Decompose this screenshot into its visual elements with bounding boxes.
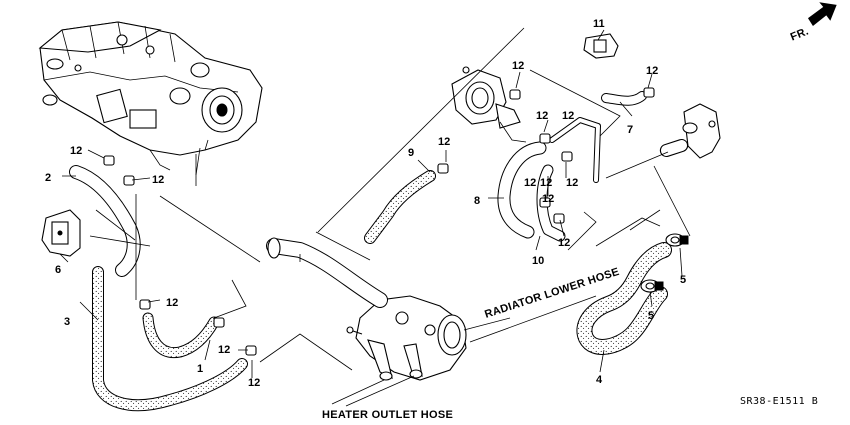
bypass-pipe (549, 117, 601, 183)
hose-9 (364, 170, 436, 244)
clamp-5-lower (640, 279, 664, 293)
callout-numbers: 1 2 3 4 5 5 6 7 8 9 10 11 12 12 12 12 12… (45, 18, 686, 389)
bracket-6 (41, 209, 81, 257)
callout-12-o: 12 (542, 193, 554, 205)
callout-12-l: 12 (646, 65, 658, 77)
hose-7 (601, 91, 647, 106)
callout-12-a: 12 (70, 145, 82, 157)
callout-12-g: 12 (512, 60, 524, 72)
throttle-body (451, 66, 527, 143)
clamps-12 (103, 87, 655, 356)
callout-12-d: 12 (218, 344, 230, 356)
diagram-code: SR38-E1511 B (740, 396, 818, 407)
callout-12-h: 12 (536, 110, 548, 122)
callout-2: 2 (45, 172, 51, 184)
engine-assembly (38, 21, 263, 176)
front-direction-label: FR. (789, 25, 811, 43)
hose-8 (497, 141, 547, 239)
hose-4 (576, 242, 672, 355)
water-pipe (266, 237, 388, 308)
callout-12-i: 12 (566, 177, 578, 189)
hose-2 (69, 165, 141, 277)
callout-12-e: 12 (248, 377, 260, 389)
callout-3: 3 (64, 316, 70, 328)
callout-5a: 5 (680, 274, 686, 286)
heater-outlet-hose-caption: HEATER OUTLET HOSE (322, 409, 453, 421)
callout-5b: 5 (648, 310, 654, 322)
callout-12-f: 12 (438, 136, 450, 148)
leader-lines (59, 27, 691, 407)
clamp-5-upper (665, 233, 689, 247)
callout-1: 1 (197, 363, 203, 375)
callout-12-n: 12 (524, 177, 536, 189)
callout-12-j: 12 (540, 177, 552, 189)
hose-3 (92, 266, 248, 412)
callout-12-b: 12 (152, 174, 164, 186)
thermostat-housing (346, 295, 467, 381)
hose-1 (142, 312, 220, 359)
callout-12-c: 12 (166, 297, 178, 309)
bracket-11 (583, 33, 619, 59)
callout-12-k: 12 (558, 237, 570, 249)
callout-12-m: 12 (562, 110, 574, 122)
callout-4: 4 (596, 374, 603, 386)
front-direction-arrow-icon (808, 2, 837, 27)
bypass-fitting (659, 103, 721, 159)
callout-11: 11 (593, 18, 605, 30)
callout-7: 7 (627, 124, 633, 136)
callout-10: 10 (532, 255, 544, 267)
callout-8: 8 (474, 195, 480, 207)
callout-9: 9 (408, 147, 414, 159)
callout-6: 6 (55, 264, 61, 276)
